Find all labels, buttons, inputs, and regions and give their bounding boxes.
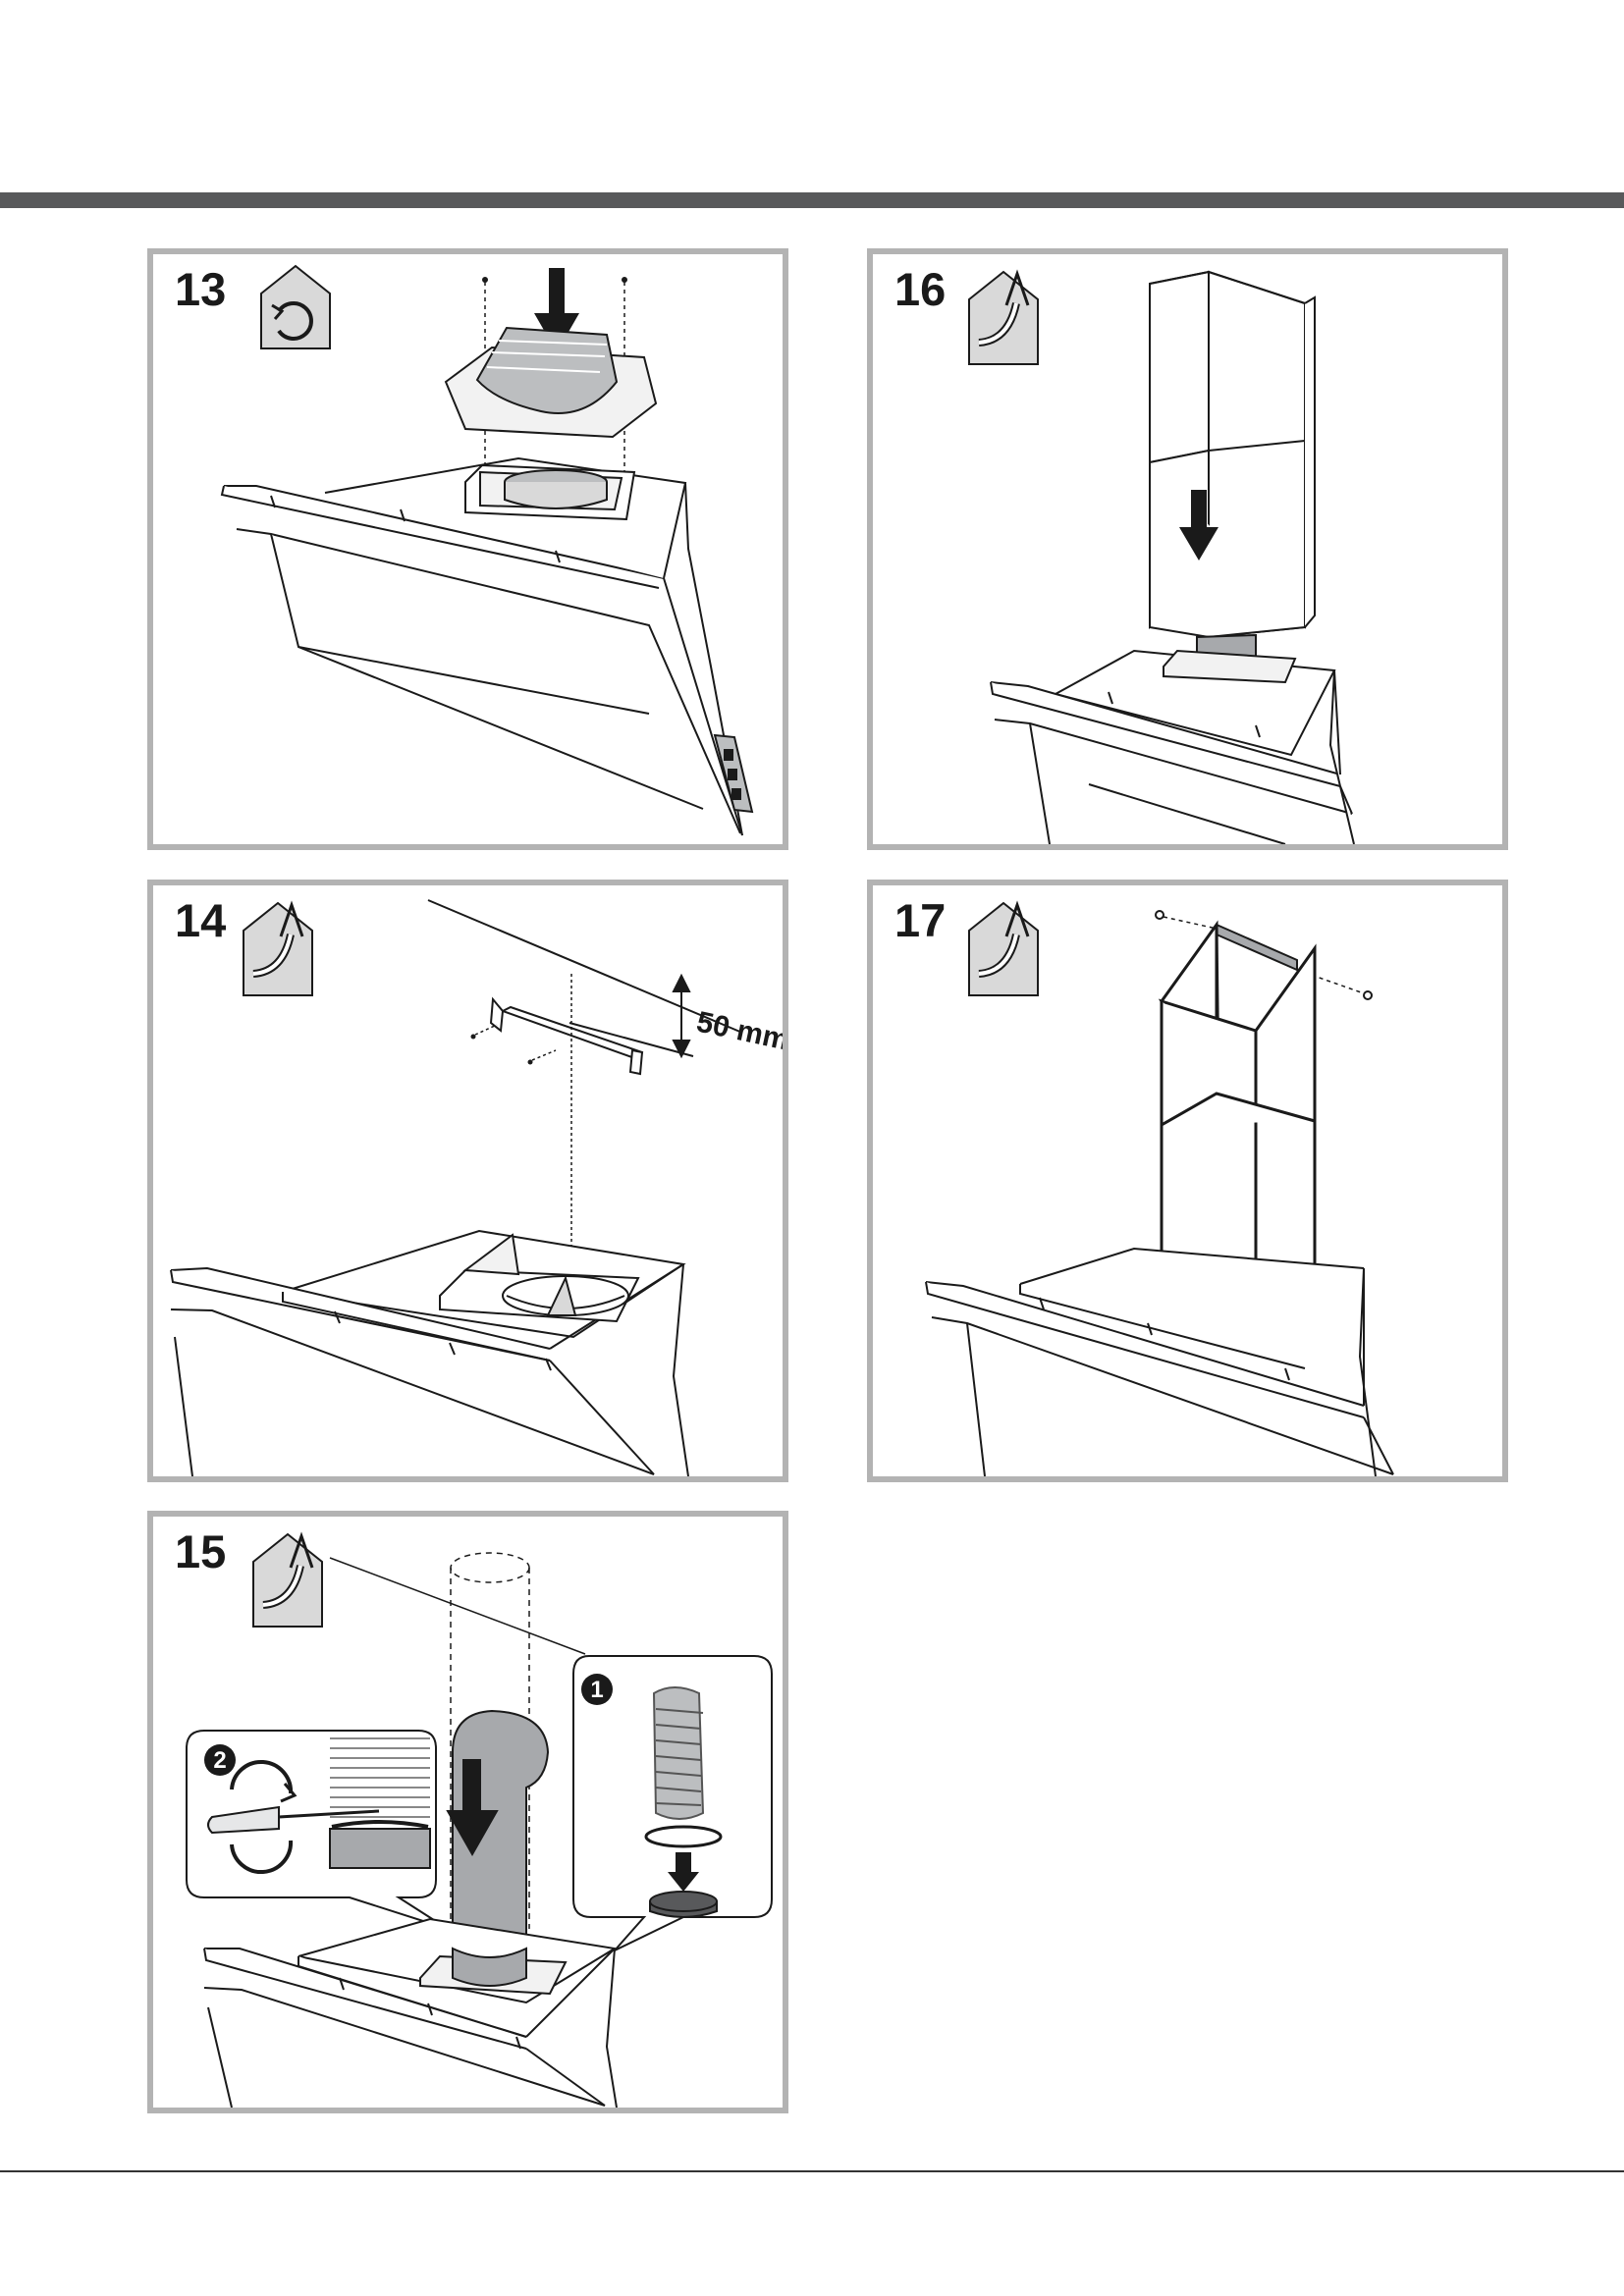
screw-icon (482, 277, 488, 283)
step-number: 14 (175, 894, 227, 946)
cooker-hood-icon (990, 649, 1355, 844)
step-14-illustration: 50 mm (170, 899, 783, 1476)
recirculation-mode-icon (260, 264, 331, 349)
step-number: 13 (175, 263, 227, 315)
ducted-exhaust-mode-icon (968, 269, 1039, 365)
header-bar (0, 192, 1624, 208)
screw-icon (622, 277, 627, 283)
callout-number: 1 (590, 1677, 603, 1703)
step-13-illustration (220, 264, 754, 841)
callout-2: 2 (186, 1730, 449, 1930)
chimney-cover-icon (1149, 270, 1316, 639)
screwdriver-icon (207, 1805, 380, 1835)
arrow-down-icon (1179, 490, 1218, 561)
dimension-marker (568, 973, 694, 1059)
step-16-panel: 16 (867, 248, 1508, 850)
flexible-duct-icon (446, 1709, 550, 1949)
arrow-down-icon (446, 1759, 499, 1857)
cooker-hood-icon (220, 456, 743, 841)
control-panel-icon (713, 733, 754, 814)
step-number: 16 (894, 263, 947, 315)
step-14-panel: 14 50 mm (147, 880, 788, 1482)
step-15-illustration: 1 2 (186, 1531, 773, 2108)
cooker-hood-icon (203, 1917, 618, 2108)
step-17-panel: 17 (867, 880, 1508, 1482)
carbon-filter-icon (444, 326, 658, 439)
screw-icon (1155, 910, 1164, 920)
mounting-bracket-icon (489, 996, 644, 1076)
step-16-illustration (968, 269, 1355, 844)
screw-icon (1363, 990, 1373, 1000)
screw-icon (527, 1059, 533, 1065)
ducted-exhaust-mode-icon (252, 1531, 323, 1628)
step-13-panel: 13 (147, 248, 788, 850)
step-17-illustration (925, 900, 1394, 1476)
cooker-hood-icon (170, 1229, 689, 1476)
ducted-exhaust-mode-icon (968, 900, 1039, 996)
rotate-icon (230, 1759, 298, 1875)
callout-1: 1 (572, 1655, 773, 1951)
step-15-panel: 15 1 (147, 1511, 788, 2113)
ducted-exhaust-mode-icon (243, 900, 313, 996)
footer-rule (0, 2170, 1624, 2172)
screw-icon (470, 1034, 476, 1040)
step-number: 17 (894, 894, 947, 946)
step-number: 15 (175, 1525, 227, 1577)
measurement-label: 50 mm (694, 1006, 783, 1057)
callout-number: 2 (213, 1747, 226, 1774)
chimney-cover-icon (1158, 920, 1317, 1339)
cooker-hood-icon (925, 1247, 1394, 1476)
